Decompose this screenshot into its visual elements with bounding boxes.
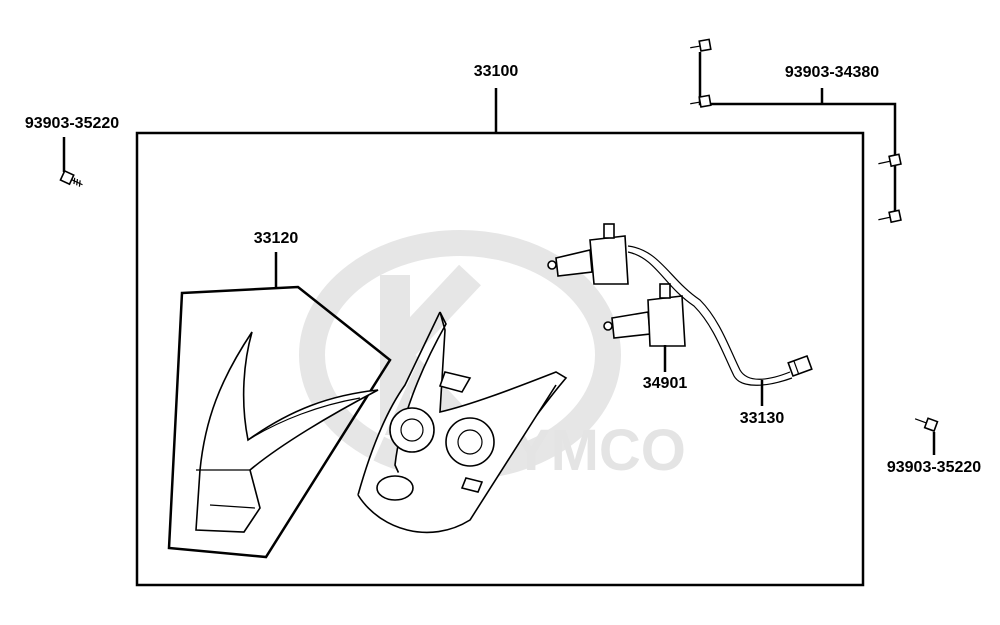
screw-left-icon bbox=[59, 169, 83, 187]
label-screw-left: 93903-35220 bbox=[25, 115, 119, 132]
lens-cover-part bbox=[195, 331, 379, 533]
wire-harness-line-a bbox=[627, 245, 791, 380]
assembly-frame bbox=[135, 131, 865, 587]
connector-icon bbox=[787, 354, 813, 378]
label-33100: 33100 bbox=[474, 63, 519, 80]
headlight-housing-part bbox=[357, 311, 568, 534]
lens-cover-outline bbox=[167, 285, 392, 559]
screw-top-2-icon bbox=[690, 94, 712, 108]
label-34901: 34901 bbox=[643, 375, 688, 392]
screw-right-2-icon bbox=[878, 209, 902, 224]
label-screw-bottom-right: 93903-35220 bbox=[887, 459, 981, 476]
label-33120: 33120 bbox=[254, 230, 299, 247]
bulb-lower-part bbox=[603, 283, 686, 347]
screw-right-1-icon bbox=[878, 153, 902, 168]
wire-harness-line-b bbox=[627, 251, 793, 386]
bulb-upper-part bbox=[547, 223, 629, 285]
screw-top-1-icon bbox=[690, 38, 712, 52]
label-screw-top-right: 93903-34380 bbox=[785, 64, 879, 81]
label-33130: 33130 bbox=[740, 410, 785, 427]
screw-bottom-right-icon bbox=[914, 417, 939, 433]
